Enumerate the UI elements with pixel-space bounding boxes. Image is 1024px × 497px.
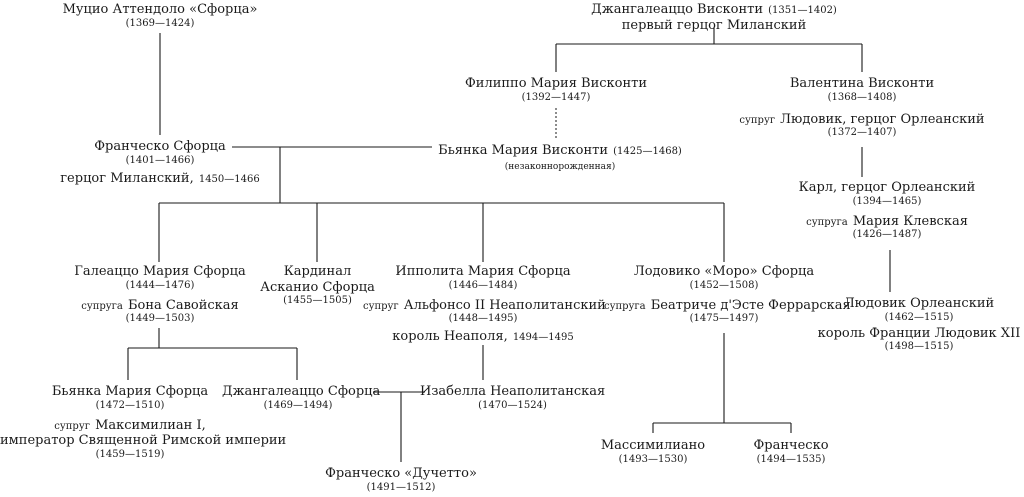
person-bianca-maria-visconti: Бьянка Мария Висконти (1425—1468) (незак… — [430, 139, 690, 172]
person-name: Франческо Сфорца — [94, 139, 226, 154]
person-francesco-duchetto: Франческо «Дучетто» (1491—1512) — [316, 466, 486, 494]
person-ascanio: Кардинал Асканио Сфорца (1455—1505) — [255, 264, 380, 307]
spouse-dates: (1448—1495) — [448, 313, 518, 325]
spouse-name: Бона Савойская — [127, 297, 239, 313]
person-dates: (1493—1530) — [618, 453, 688, 465]
person-title: король Франции Людовик XII — [817, 325, 1021, 341]
person-name: Людовик Орлеанский — [843, 296, 995, 311]
person-francesco-sforza: Франческо Сфорца (1401—1466) герцог Мила… — [55, 139, 265, 186]
person-name: Джангалеаццо Висконти — [591, 2, 764, 17]
person-note: (незаконнорожденная) — [504, 161, 616, 172]
spouse-title: император Священной Римской империи — [0, 433, 287, 449]
person-name: Галеаццо Мария Сфорца — [74, 264, 246, 279]
spouse-dates: (1372—1407) — [827, 127, 897, 139]
person-dates: (1462—1515) — [884, 311, 954, 323]
person-title-line: Кардинал — [283, 264, 352, 279]
person-name: Франческо — [753, 438, 829, 453]
spouse-label: супруга — [806, 216, 848, 228]
person-dates: (1455—1505) — [283, 295, 352, 307]
spouse-name: Мария Клевская — [852, 213, 968, 229]
person-name: Муцио Аттендоло «Сфорца» — [62, 2, 258, 17]
spouse-title: король Неаполя, — [392, 329, 508, 345]
spouse-label: супруг — [363, 300, 399, 312]
person-dates: (1452—1508) — [689, 279, 759, 291]
person-ippolita: Ипполита Мария Сфорца (1446—1484) супруг… — [363, 264, 606, 345]
spouse-label: супруг — [54, 420, 90, 432]
person-name: Изабелла Неаполитанская — [420, 384, 606, 399]
person-dates: (1472—1510) — [95, 399, 165, 411]
person-title-dates: 1450—1466 — [198, 173, 260, 185]
person-name: Джангалеаццо Сфорца — [222, 384, 381, 399]
person-dates: (1446—1484) — [448, 279, 518, 291]
spouse-name: Максимилиан I, — [95, 417, 206, 433]
person-ludovico-moro: Лодовико «Моро» Сфорца (1452—1508) супру… — [604, 264, 851, 325]
person-name: Карл, герцог Орлеанский — [798, 180, 976, 195]
spouse-label: супруг — [739, 114, 776, 126]
person-dates: (1351—1402) — [768, 5, 837, 16]
person-dates: (1401—1466) — [125, 154, 195, 166]
person-name: Асканио Сфорца — [260, 279, 375, 295]
person-name: Массимилиано — [600, 438, 706, 453]
person-giangaleazzo-visconti: Джангалеаццо Висконти (1351—1402) первый… — [564, 0, 864, 33]
person-dates: (1494—1535) — [756, 453, 826, 465]
person-dates: (1369—1424) — [125, 17, 195, 29]
person-dates: (1368—1408) — [827, 91, 897, 103]
spouse-name: Беатриче д'Эсте Феррарская — [650, 297, 851, 313]
person-name: Ипполита Мария Сфорца — [395, 264, 571, 279]
spouse-label: супруга — [604, 300, 646, 312]
spouse-title-dates: 1494—1495 — [512, 332, 574, 344]
person-dates: (1425—1468) — [613, 146, 682, 157]
person-muzio: Муцио Аттендоло «Сфорца» (1369—1424) — [40, 2, 280, 30]
person-filippo: Филиппо Мария Висконти (1392—1447) — [446, 76, 666, 104]
spouse-name: Людовик, герцог Орлеанский — [780, 111, 985, 127]
person-dates: (1392—1447) — [521, 91, 591, 103]
spouse-dates: (1449—1503) — [125, 313, 195, 325]
person-bianca-maria-sforza: Бьянка Мария Сфорца (1472—1510) супруг М… — [0, 384, 287, 461]
person-ludovic-orleans: Людовик Орлеанский (1462—1515) король Фр… — [814, 296, 1024, 353]
person-dates: (1491—1512) — [366, 481, 436, 493]
person-dates: (1394—1465) — [852, 195, 922, 207]
person-francesco-son: Франческо (1494—1535) — [740, 438, 842, 466]
person-title-dates: (1498—1515) — [884, 341, 954, 353]
person-name: Лодовико «Моро» Сфорца — [633, 264, 815, 279]
person-title: первый герцог Миланский — [621, 17, 807, 33]
person-galeazzo: Галеаццо Мария Сфорца (1444—1476) супруг… — [55, 264, 265, 325]
person-dates: (1470—1524) — [478, 399, 547, 411]
spouse-name: Альфонсо II Неаполитанский — [403, 297, 606, 313]
person-name: Франческо «Дучетто» — [325, 466, 477, 481]
person-isabella: Изабелла Неаполитанская (1470—1524) — [420, 384, 605, 412]
person-giangaleazzo-sforza: Джангалеаццо Сфорца (1469—1494) — [222, 384, 381, 412]
person-title: герцог Миланский, — [60, 170, 194, 186]
person-name: Филиппо Мария Висконти — [464, 76, 648, 91]
person-dates: (1469—1494) — [263, 399, 333, 411]
spouse-dates: (1459—1519) — [95, 448, 165, 460]
person-carl-orleans: Карл, герцог Орлеанский (1394—1465) супр… — [787, 180, 987, 241]
spouse-dates: (1475—1497) — [689, 313, 759, 325]
person-name: Бьянка Мария Висконти — [438, 143, 609, 158]
spouse-label: супруга — [81, 300, 123, 312]
person-name: Бьянка Мария Сфорца — [51, 384, 209, 399]
person-valentina: Валентина Висконти (1368—1408) супруг Лю… — [737, 76, 987, 139]
person-name: Валентина Висконти — [789, 76, 935, 91]
spouse-dates: (1426—1487) — [852, 229, 922, 241]
person-massimiliano: Массимилиано (1493—1530) — [600, 438, 706, 466]
person-dates: (1444—1476) — [125, 279, 195, 291]
